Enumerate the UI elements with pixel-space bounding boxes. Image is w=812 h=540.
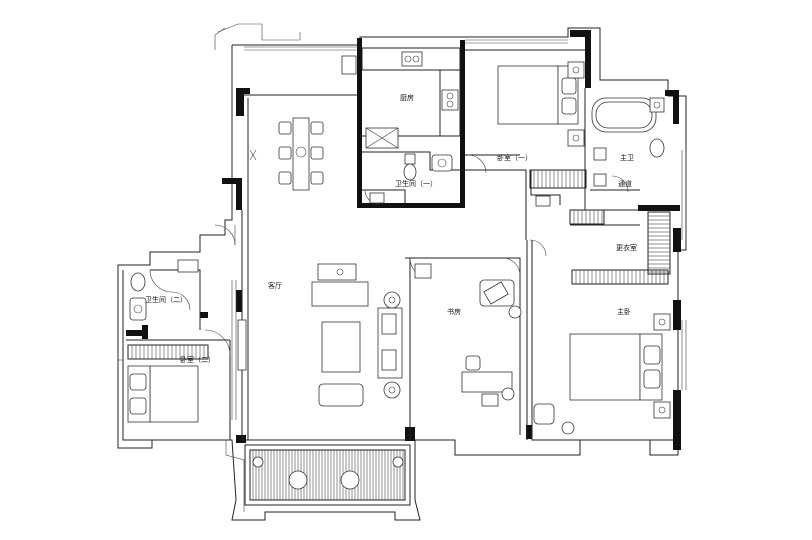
kitchen-fixtures (341, 51, 459, 149)
label-living: 客厅 (268, 281, 282, 290)
living-furniture (237, 263, 403, 407)
bath2-fixtures (129, 259, 199, 321)
bedroom1-furniture (497, 61, 585, 147)
bath1-fixtures (369, 153, 453, 204)
master-bath-fixtures (591, 97, 665, 187)
bedroom2-furniture (127, 344, 209, 423)
outer-outline (117, 23, 687, 521)
study-furniture (414, 263, 522, 407)
label-bath2: 卫生间（二） (145, 295, 187, 304)
walkin-closet (529, 169, 671, 285)
label-bath1: 卫生间（一） (395, 179, 437, 188)
walls (126, 30, 681, 450)
windows (118, 39, 687, 420)
interior-walls (122, 47, 673, 441)
label-bedroom2: 卧室（二） (180, 355, 215, 364)
label-bedroom1: 卧室（一） (497, 153, 532, 162)
master-bed-furniture (533, 313, 671, 435)
balcony (244, 444, 411, 506)
label-kitchen: 厨房 (400, 93, 414, 102)
label-walkin: 更衣室 (616, 243, 637, 252)
label-corridor: 通道 (618, 179, 632, 188)
dining-set (249, 117, 324, 191)
label-master-bath: 主卫 (620, 153, 634, 162)
room-labels: 客厅 厨房 卧室（一） 卫生间（一） 卫生间（二） 卧室（二） 书房 主卫 更衣… (145, 93, 637, 364)
label-study: 书房 (447, 307, 461, 316)
label-master-bed: 主卧 (617, 307, 631, 316)
